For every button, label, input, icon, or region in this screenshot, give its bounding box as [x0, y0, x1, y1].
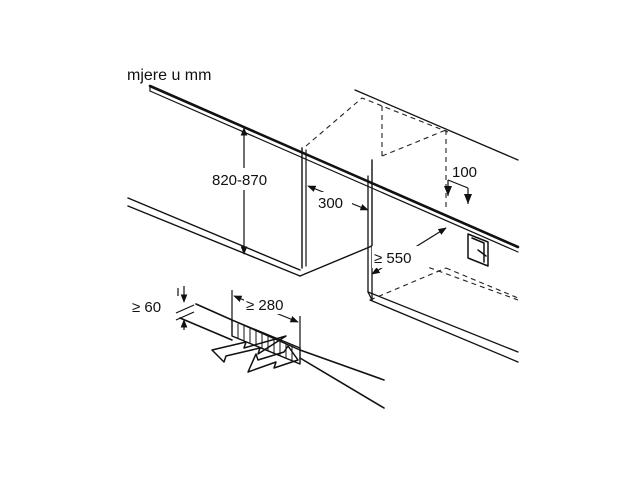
depth-offset-dimension: 300 [307, 185, 369, 212]
appliance-outline [305, 97, 519, 301]
left-cabinet [127, 147, 373, 277]
height-label: 820-870 [212, 172, 267, 189]
vent-width-dimension: ≥ 280 [231, 290, 302, 350]
min-depth-label: ≥ 550 [374, 250, 411, 267]
height-dimension: 820-870 [210, 127, 282, 255]
vent-height-label: ≥ 60 [132, 299, 161, 316]
socket-icon [467, 233, 489, 267]
min-depth-dimension: ≥ 550 [371, 227, 447, 275]
unit-label: mjere u mm [127, 67, 211, 84]
vent-height-dimension: ≥ 60 [132, 286, 195, 330]
worktop [148, 84, 520, 253]
top-gap-dimension: 100 [444, 164, 477, 204]
back-wall [354, 89, 519, 161]
top-gap-label: 100 [452, 164, 477, 181]
depth-offset-label: 300 [318, 195, 343, 212]
vent-width-label: ≥ 280 [246, 297, 283, 314]
airflow-arrow-icon [211, 335, 299, 373]
niche-interior [367, 175, 519, 363]
